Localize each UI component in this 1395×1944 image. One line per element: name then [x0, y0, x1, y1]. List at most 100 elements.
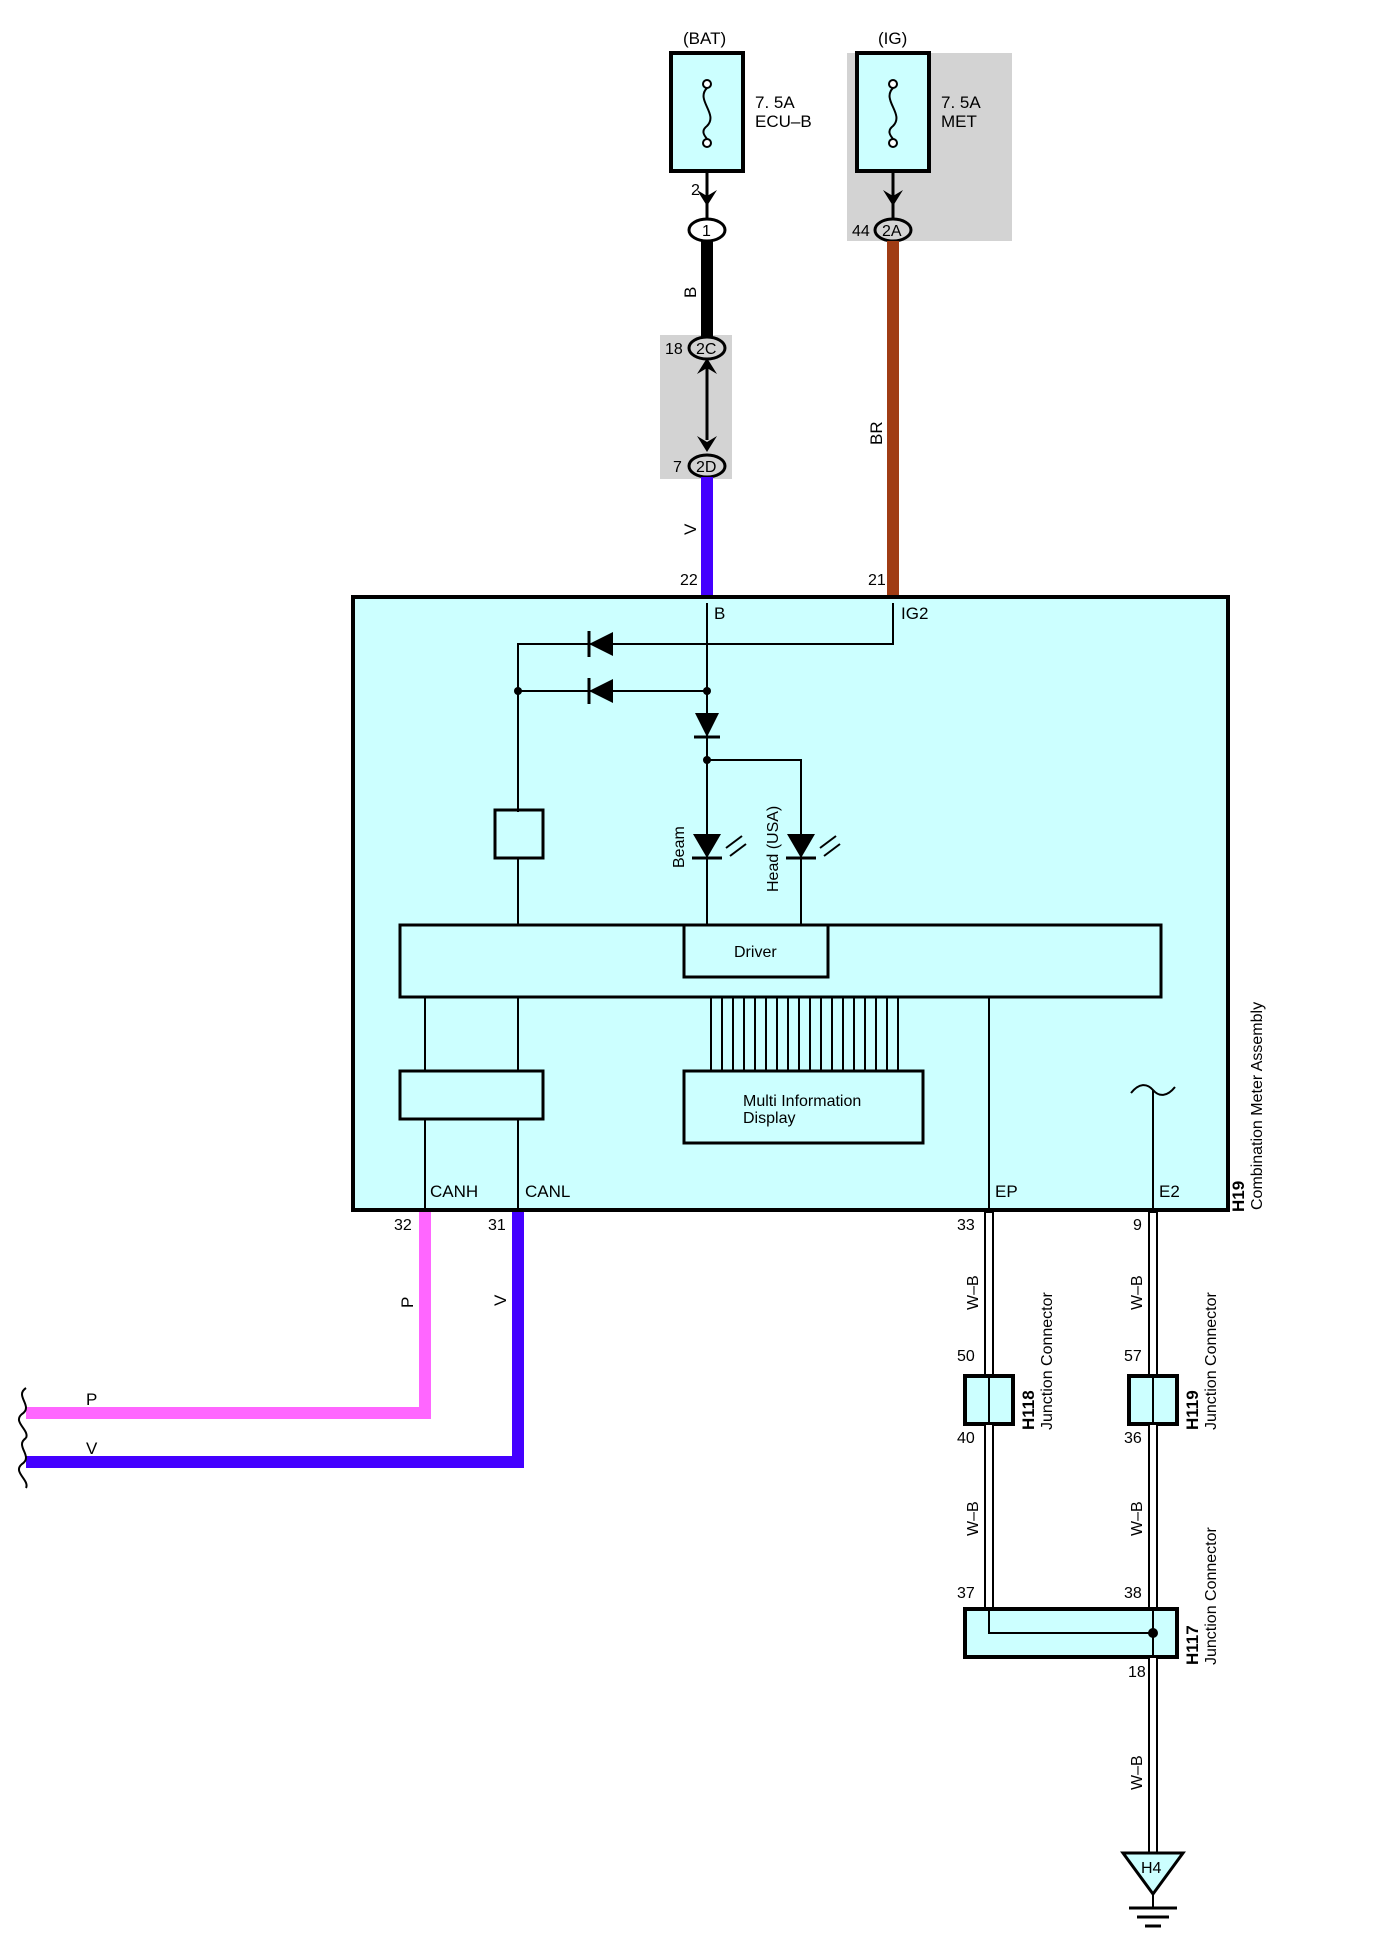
combination-meter-assembly: B IG2 Beam Head (USA) [351, 595, 1266, 1212]
wire-v-can [26, 1212, 524, 1468]
meter-pin-ep: 33 [957, 1217, 975, 1234]
meter-terminal-canl: CANL [525, 1182, 570, 1201]
h117-pin-out: 18 [1128, 1664, 1146, 1681]
fuse-ig-terminal-top [888, 79, 898, 89]
fuse-bat-rating: 7. 5A [755, 93, 795, 112]
h119-pin-out: 36 [1124, 1430, 1142, 1447]
bus-label-p: P [86, 1390, 97, 1409]
meter-internal-ig2-line [517, 603, 894, 812]
meter-terminal-canh: CANH [430, 1182, 478, 1201]
bus-break-icon-p [17, 1387, 28, 1439]
arrow-ig-icon [883, 190, 903, 206]
led-beam-ray-2 [729, 843, 747, 857]
pin-fuse-bat-out: 2 [691, 182, 700, 199]
can-transceiver [398, 1069, 545, 1121]
connector-2c-label: 2C [696, 341, 716, 358]
meter-terminal-ep: EP [995, 1182, 1018, 1201]
diode-b-icon [589, 679, 613, 703]
bus-label-v: V [86, 1439, 98, 1458]
arrow-2d-icon [697, 436, 717, 452]
wire-v-can-code: V [491, 1294, 510, 1306]
connector-1-label: 1 [702, 223, 711, 240]
wire-wb-gnd-code: W–B [1129, 1755, 1146, 1790]
connector-2d-pin: 7 [673, 459, 682, 476]
bus-break-icon-v [17, 1437, 28, 1489]
meter-pin-canl: 31 [488, 1217, 506, 1234]
diode-ig2-icon [589, 632, 613, 656]
h117-code: H117 [1183, 1625, 1202, 1665]
fuse-ig-rating: 7. 5A [941, 93, 981, 112]
fuse-ig-element-icon [888, 87, 898, 140]
meter-terminal-b: B [714, 604, 725, 623]
pin-fuse-ig-out: 44 [852, 223, 870, 240]
led-head-icon [787, 834, 815, 858]
fuse-ig-box [855, 51, 931, 173]
led-beam-ray-1 [725, 835, 743, 849]
wire-wb-e2-2-code: W–B [1129, 1501, 1146, 1536]
h117-inner-line [988, 1609, 1153, 1634]
fuse-bat-terminal-top [702, 79, 712, 89]
connector-2d-label: 2D [696, 459, 716, 476]
fuse-bat-element-icon [702, 87, 712, 140]
meter-name: Combination Meter Assembly [1249, 1002, 1266, 1210]
h118-name: Junction Connector [1039, 1291, 1056, 1430]
led-beam-label: Beam [671, 826, 688, 868]
connector-2a-label: 2A [882, 223, 902, 240]
diode-led-supply-icon [695, 713, 719, 737]
wire-v-top-code: V [681, 523, 700, 535]
h117-pin-a: 37 [957, 1585, 975, 1602]
wire-wb-ep-2 [984, 1423, 994, 1610]
wire-br-code: BR [867, 421, 886, 445]
meter-pin-e2: 9 [1133, 1217, 1142, 1234]
h117-node [1148, 1628, 1158, 1638]
arrow-bat-icon [697, 190, 717, 206]
meter-pin-ig2: 21 [868, 572, 886, 589]
ground-h4-triangle-icon [1120, 1851, 1186, 1897]
wire-wb-e2-2 [1148, 1423, 1158, 1610]
h119-pin-in: 57 [1124, 1348, 1142, 1365]
h118-pin-out: 40 [957, 1430, 975, 1447]
driver-label: Driver [734, 944, 777, 961]
fuse-ig-terminal-bottom [888, 138, 898, 148]
driver-box [682, 923, 830, 979]
h119-code: H119 [1183, 1390, 1202, 1430]
display-label-2: Display [743, 1110, 795, 1127]
wire-wb-gnd [1148, 1656, 1158, 1854]
fuse-ecu-b: (BAT) 7. 5A ECU–B [669, 29, 812, 173]
meter-pin-canh: 32 [394, 1217, 412, 1234]
led-head-line [707, 759, 802, 925]
wire-b-top-code: B [681, 287, 700, 298]
wire-p [26, 1212, 431, 1419]
wire-wb-e2-1-code: W–B [1129, 1275, 1146, 1310]
fuse-bat-name: ECU–B [755, 112, 812, 131]
h118-code: H118 [1019, 1390, 1038, 1430]
multi-information-display [682, 1069, 925, 1145]
led-head-ray-1 [819, 835, 837, 849]
wire-p-code: P [398, 1297, 417, 1308]
h117-name: Junction Connector [1203, 1526, 1220, 1665]
node-b [703, 687, 711, 695]
fuse-bat-box [669, 51, 745, 173]
h119-name: Junction Connector [1203, 1291, 1220, 1430]
meter-box [351, 595, 1230, 1212]
meter-code: H19 [1229, 1181, 1248, 1212]
fuse-bat-terminal-bottom [702, 138, 712, 148]
h118-pin-in: 50 [957, 1348, 975, 1365]
display-label-1: Multi Information [743, 1093, 861, 1110]
led-beam-icon [693, 834, 721, 858]
fuse-met: (IG) 7. 5A MET [847, 29, 1012, 241]
meter-pin-b: 22 [680, 572, 698, 589]
e2-ac-icon [1130, 1084, 1176, 1096]
ground-h4: H4 [1120, 1851, 1186, 1928]
fuse-ig-source: (IG) [878, 29, 907, 48]
h117-pin-b: 38 [1124, 1585, 1142, 1602]
connector-2c-pin: 18 [665, 341, 683, 358]
wire-wb-ep-1-code: W–B [965, 1275, 982, 1310]
wire-wb-e2-1 [1148, 1211, 1158, 1377]
meter-terminal-e2: E2 [1159, 1182, 1180, 1201]
wire-wb-ep-2-code: W–B [965, 1501, 982, 1536]
ground-h4-code: H4 [1141, 1860, 1162, 1877]
display-bus-lines [710, 997, 899, 1071]
led-head-label: Head (USA) [765, 806, 782, 892]
